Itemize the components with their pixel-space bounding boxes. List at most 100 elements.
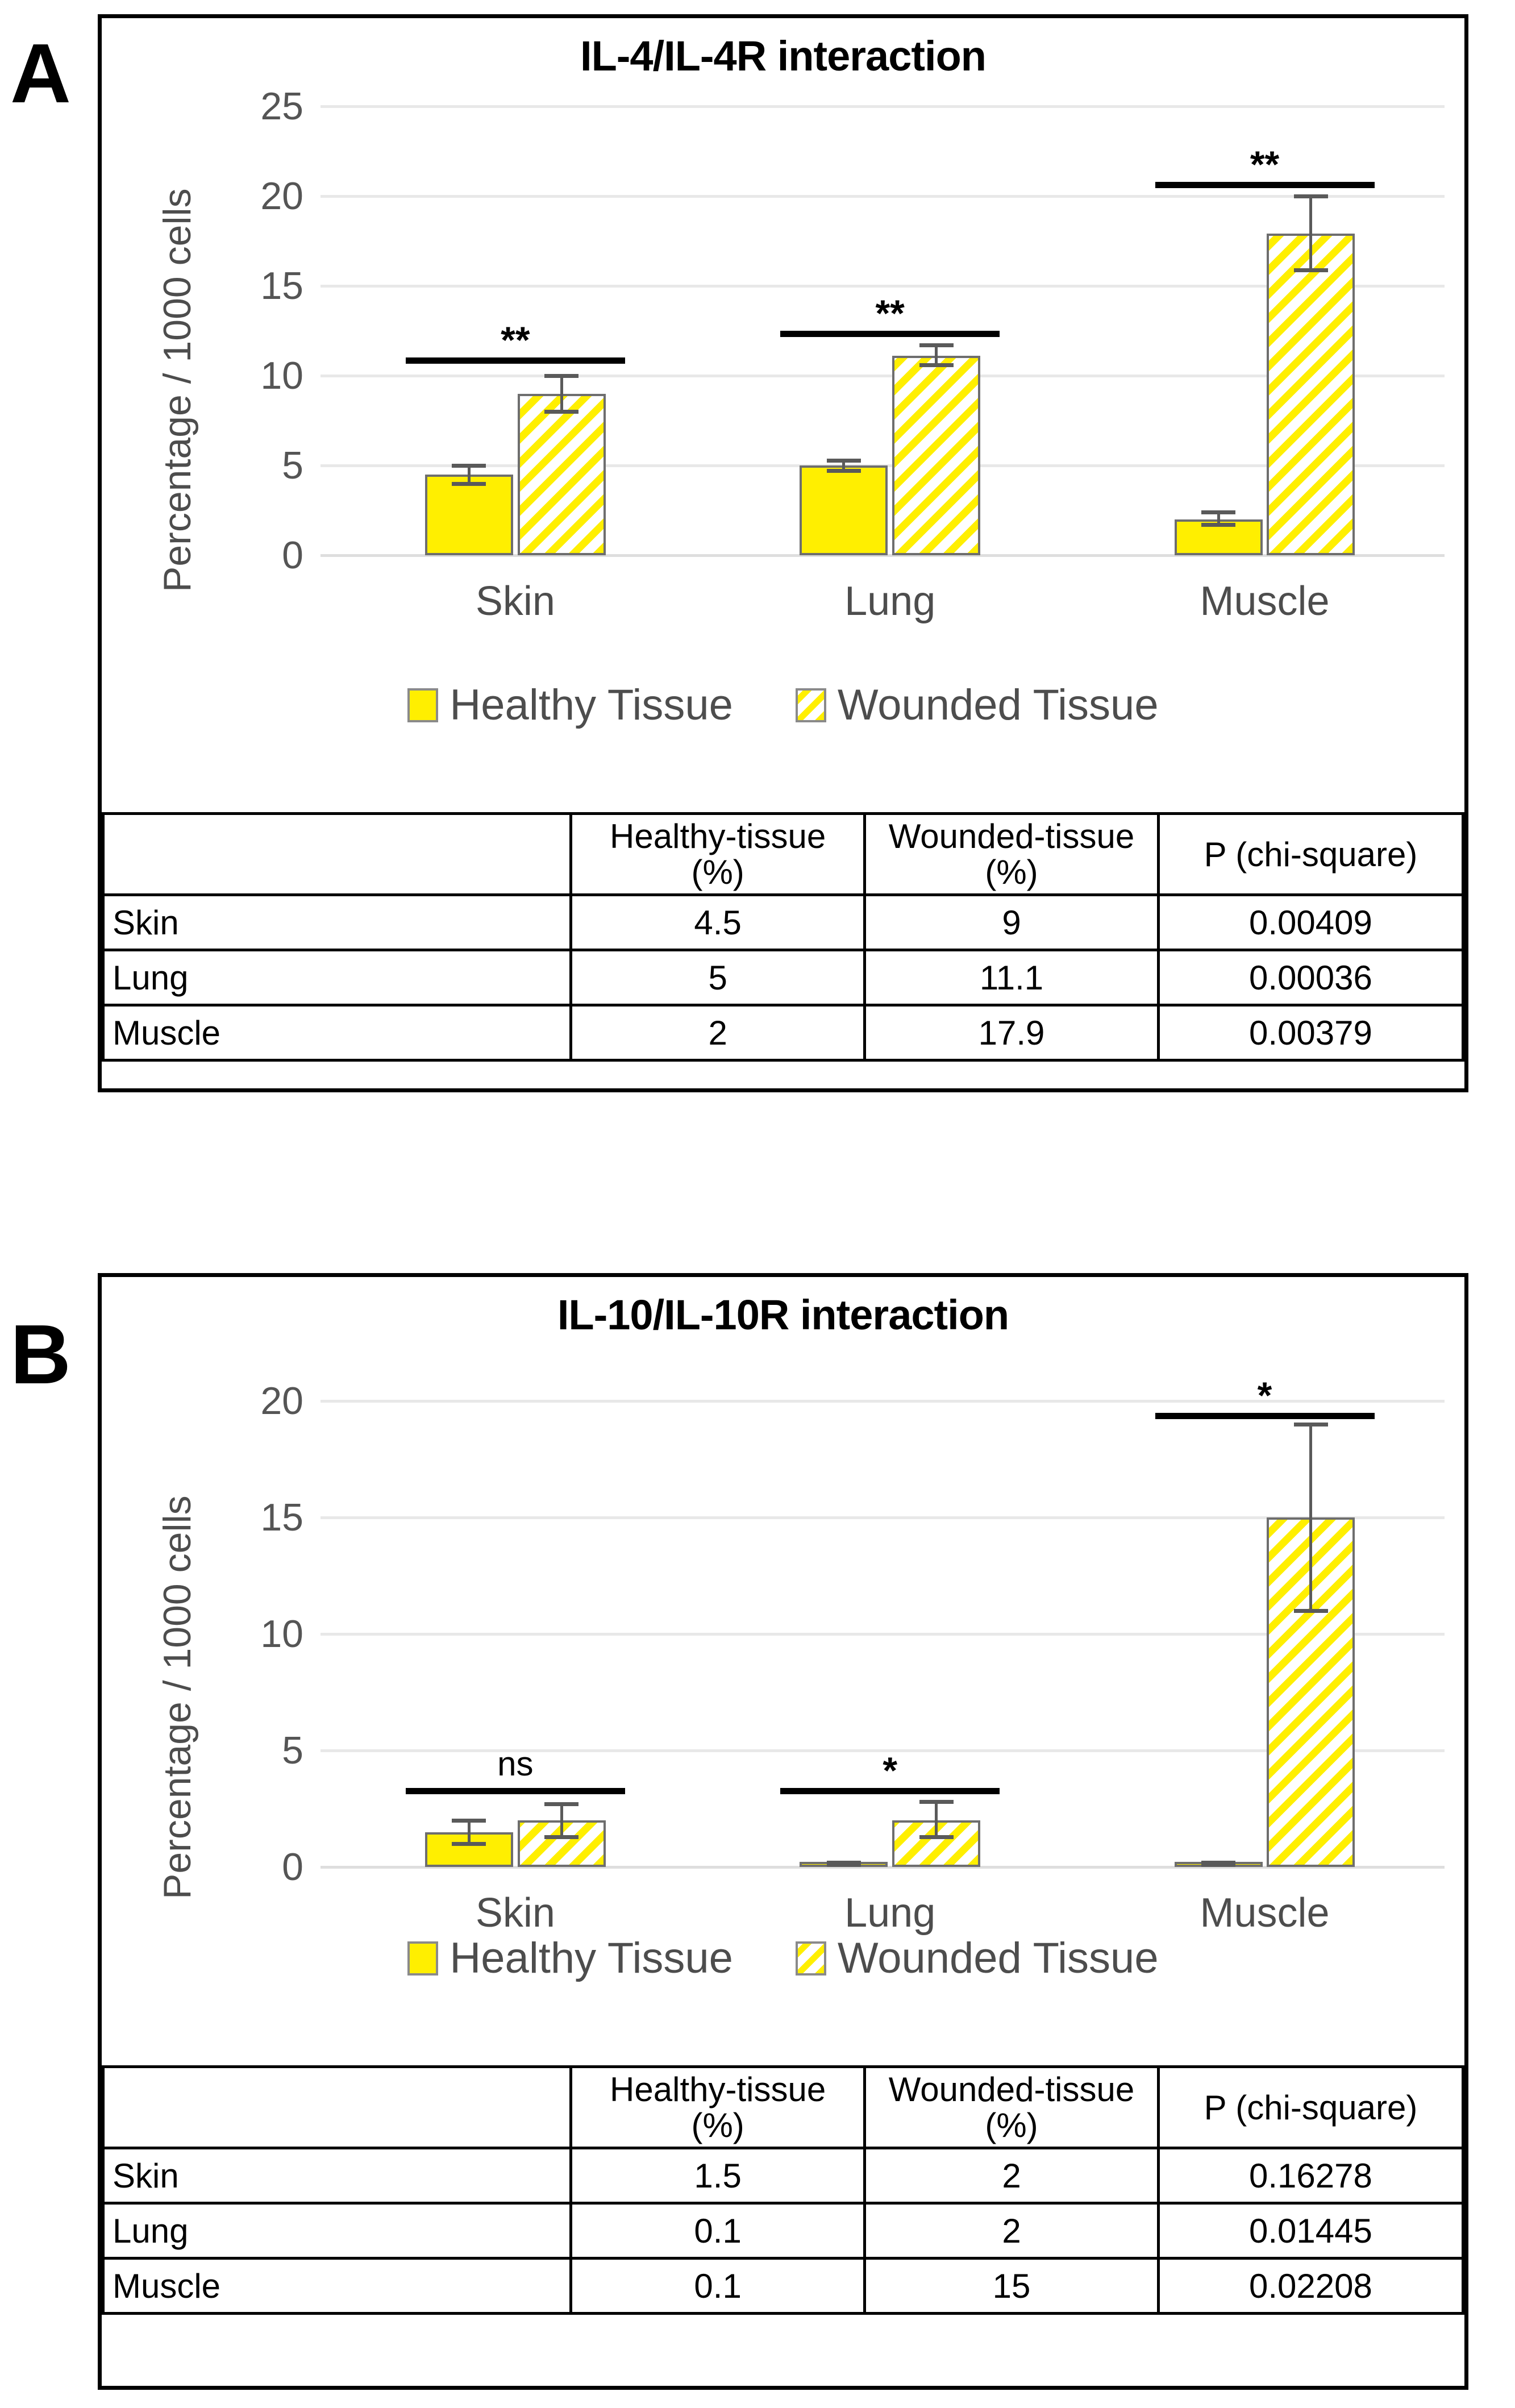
table-cell-healthy: 5 <box>569 949 867 1007</box>
bar-skin-healthy <box>424 474 513 555</box>
error-bar-cap-upper <box>826 1860 861 1865</box>
table-cell-wounded: 9 <box>863 893 1160 951</box>
error-bar-cap-lower <box>544 1835 579 1839</box>
y-axis-label-b: Percentage / 1000 cells <box>156 1495 199 1899</box>
legend-swatch-hatched-icon <box>795 688 826 722</box>
legend-item-healthy-b: Healthy Tissue <box>407 1933 733 1983</box>
error-bar-cap-upper <box>919 1800 954 1804</box>
error-bar-cap-lower <box>826 1862 861 1867</box>
table-corner-cell <box>101 2065 573 2149</box>
error-bar-cap-upper <box>919 343 954 348</box>
error-bar-cap-lower <box>452 481 486 486</box>
legend-b: Healthy Tissue Wounded Tissue <box>102 1933 1464 1983</box>
error-bar-cap-lower <box>1201 523 1236 527</box>
y-axis-tick-label: 10 <box>260 1612 303 1656</box>
table-cell-pvalue: 0.00409 <box>1156 893 1465 951</box>
x-axis-label-lung: Lung <box>844 579 936 624</box>
gridline <box>321 375 1445 377</box>
table-cell-rowname: Lung <box>101 949 573 1007</box>
error-bar <box>842 460 846 471</box>
error-bar-cap-upper <box>1201 1860 1236 1865</box>
gridline <box>321 105 1445 108</box>
significance-label: ** <box>501 319 530 361</box>
table-cell-healthy: 0.1 <box>569 2257 867 2315</box>
legend-label-wounded-a: Wounded Tissue <box>837 681 1159 729</box>
table-cell-pvalue: 0.00379 <box>1156 1004 1465 1062</box>
error-bar <box>935 345 938 365</box>
table-header-wounded: Wounded-tissue (%) <box>863 812 1160 896</box>
y-axis-tick-label: 20 <box>260 1379 303 1423</box>
table-header-healthy: Healthy-tissue (%) <box>569 2065 867 2149</box>
significance-label: ** <box>875 292 905 334</box>
significance-label: * <box>883 1749 898 1791</box>
table-row: Lung 5 11.1 0.00036 <box>101 949 1465 1007</box>
y-axis-tick-label: 25 <box>260 85 303 128</box>
table-cell-wounded: 17.9 <box>863 1004 1160 1062</box>
error-bar <box>1217 512 1220 525</box>
y-axis-tick-label: 0 <box>282 534 303 577</box>
legend-swatch-hatched-icon <box>795 1941 826 1976</box>
table-row: Lung 0.1 2 0.01445 <box>101 2202 1465 2260</box>
error-bar-cap-upper <box>544 374 579 378</box>
table-cell-rowname: Skin <box>101 2147 573 2205</box>
table-cell-healthy: 2 <box>569 1004 867 1062</box>
significance-bracket <box>1155 1412 1375 1419</box>
table-header-wounded: Wounded-tissue (%) <box>863 2065 1160 2149</box>
y-axis-tick-label: 10 <box>260 354 303 397</box>
significance-label: * <box>1257 1374 1272 1416</box>
table-cell-rowname: Skin <box>101 893 573 951</box>
significance-bracket <box>780 1787 1000 1794</box>
significance-label: ** <box>1250 143 1280 185</box>
gridline <box>321 554 1445 557</box>
table-cell-wounded: 15 <box>863 2257 1160 2315</box>
table-cell-pvalue: 0.00036 <box>1156 949 1465 1007</box>
legend-item-wounded-a: Wounded Tissue <box>795 680 1159 730</box>
y-axis-tick-label: 5 <box>282 444 303 487</box>
gridline <box>321 1633 1445 1636</box>
y-axis-tick-label: 15 <box>260 1496 303 1539</box>
error-bar <box>560 376 563 412</box>
legend-label-wounded-b: Wounded Tissue <box>837 1934 1159 1982</box>
error-bar <box>467 465 471 484</box>
y-axis-tick-label: 0 <box>282 1845 303 1889</box>
error-bar-cap-lower <box>919 1835 954 1839</box>
table-cell-rowname: Muscle <box>101 2257 573 2315</box>
table-row: Skin 4.5 9 0.00409 <box>101 893 1465 951</box>
table-cell-wounded: 2 <box>863 2202 1160 2260</box>
bar-muscle-wounded <box>1267 234 1355 555</box>
significance-label: ns <box>497 1744 534 1783</box>
legend-swatch-solid-icon <box>407 1941 439 1976</box>
y-axis-label-a: Percentage / 1000 cells <box>156 188 199 592</box>
x-axis-label-muscle: Muscle <box>1200 579 1330 624</box>
table-cell-wounded: 11.1 <box>863 949 1160 1007</box>
table-cell-rowname: Muscle <box>101 1004 573 1062</box>
gridline <box>321 1400 1445 1403</box>
table-cell-pvalue: 0.02208 <box>1156 2257 1465 2315</box>
table-header-healthy: Healthy-tissue (%) <box>569 812 867 896</box>
legend-swatch-solid-icon <box>407 688 439 722</box>
gridline <box>321 285 1445 288</box>
gridline <box>321 195 1445 198</box>
table-cell-pvalue: 0.01445 <box>1156 2202 1465 2260</box>
legend-item-healthy-a: Healthy Tissue <box>407 680 733 730</box>
table-header-row: Healthy-tissue (%) Wounded-tissue (%) P … <box>101 812 1465 896</box>
error-bar-cap-lower <box>1293 268 1328 272</box>
significance-bracket <box>405 357 625 364</box>
chart-title-a: IL-4/IL-4R interaction <box>580 32 987 80</box>
x-axis-label-muscle: Muscle <box>1200 1890 1330 1936</box>
table-cell-pvalue: 0.16278 <box>1156 2147 1465 2205</box>
significance-bracket <box>1155 181 1375 188</box>
y-axis-tick-label: 15 <box>260 264 303 307</box>
significance-bracket <box>405 1787 625 1794</box>
error-bar-cap-upper <box>1201 510 1236 515</box>
chart-title-b: IL-10/IL-10R interaction <box>557 1291 1009 1338</box>
error-bar-cap-upper <box>452 1819 486 1823</box>
table-cell-healthy: 4.5 <box>569 893 867 951</box>
x-axis-label-skin: Skin <box>475 579 555 624</box>
panel-letter-a: A <box>10 27 71 120</box>
panel-a: IL-4/IL-4R interaction Percentage / 1000… <box>98 14 1468 1092</box>
table-row: Skin 1.5 2 0.16278 <box>101 2147 1465 2205</box>
chart-a: IL-4/IL-4R interaction Percentage / 1000… <box>102 18 1464 811</box>
legend-a: Healthy Tissue Wounded Tissue <box>102 680 1464 730</box>
